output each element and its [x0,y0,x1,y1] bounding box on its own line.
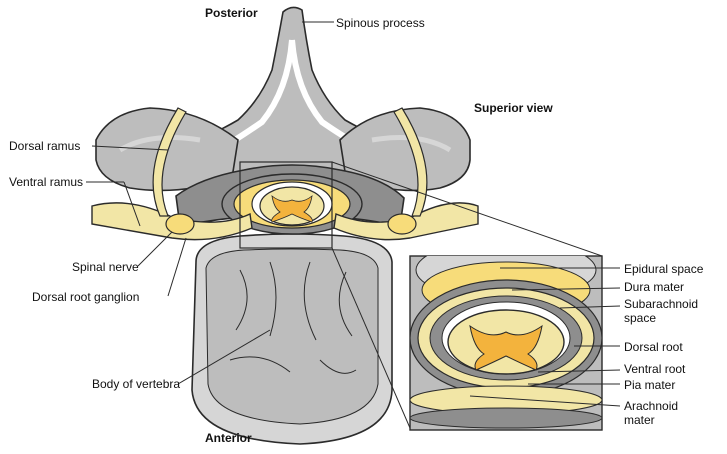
dorsal-ramus-right [393,107,428,217]
transverse-process-right [339,107,471,192]
dorsal-root-ganglion-left [165,213,195,235]
label-subarachnoid-space: Subarachnoid space [624,297,699,325]
label-dorsal-ramus: Dorsal ramus [9,139,81,153]
label-dorsal-root: Dorsal root [624,340,683,354]
label-anterior: Anterior [205,431,252,445]
label-spinal-nerve: Spinal nerve [72,260,139,274]
label-ventral-ramus: Ventral ramus [9,175,84,189]
label-superior-view: Superior view [474,101,553,115]
label-dorsal-root-ganglion: Dorsal root ganglion [32,290,140,304]
dorsal-ramus-left [152,107,187,217]
gray-matter [271,195,313,223]
inset-magnified-view [409,255,603,431]
label-body-of-vertebra: Body of vertebra [92,377,181,391]
label-epidural-space: Epidural space [624,262,704,276]
label-pia-mater: Pia mater [624,378,676,392]
dorsal-root-ganglion-right [387,213,417,235]
label-posterior: Posterior [205,6,258,20]
label-ventral-root: Ventral root [624,362,686,376]
vertebral-body-cancellous [205,248,379,425]
label-dura-mater: Dura mater [624,280,685,294]
label-spinous-process: Spinous process [336,16,425,30]
label-arachnoid-mater: Arachnoid mater [624,399,679,427]
zoom-box [239,161,333,249]
